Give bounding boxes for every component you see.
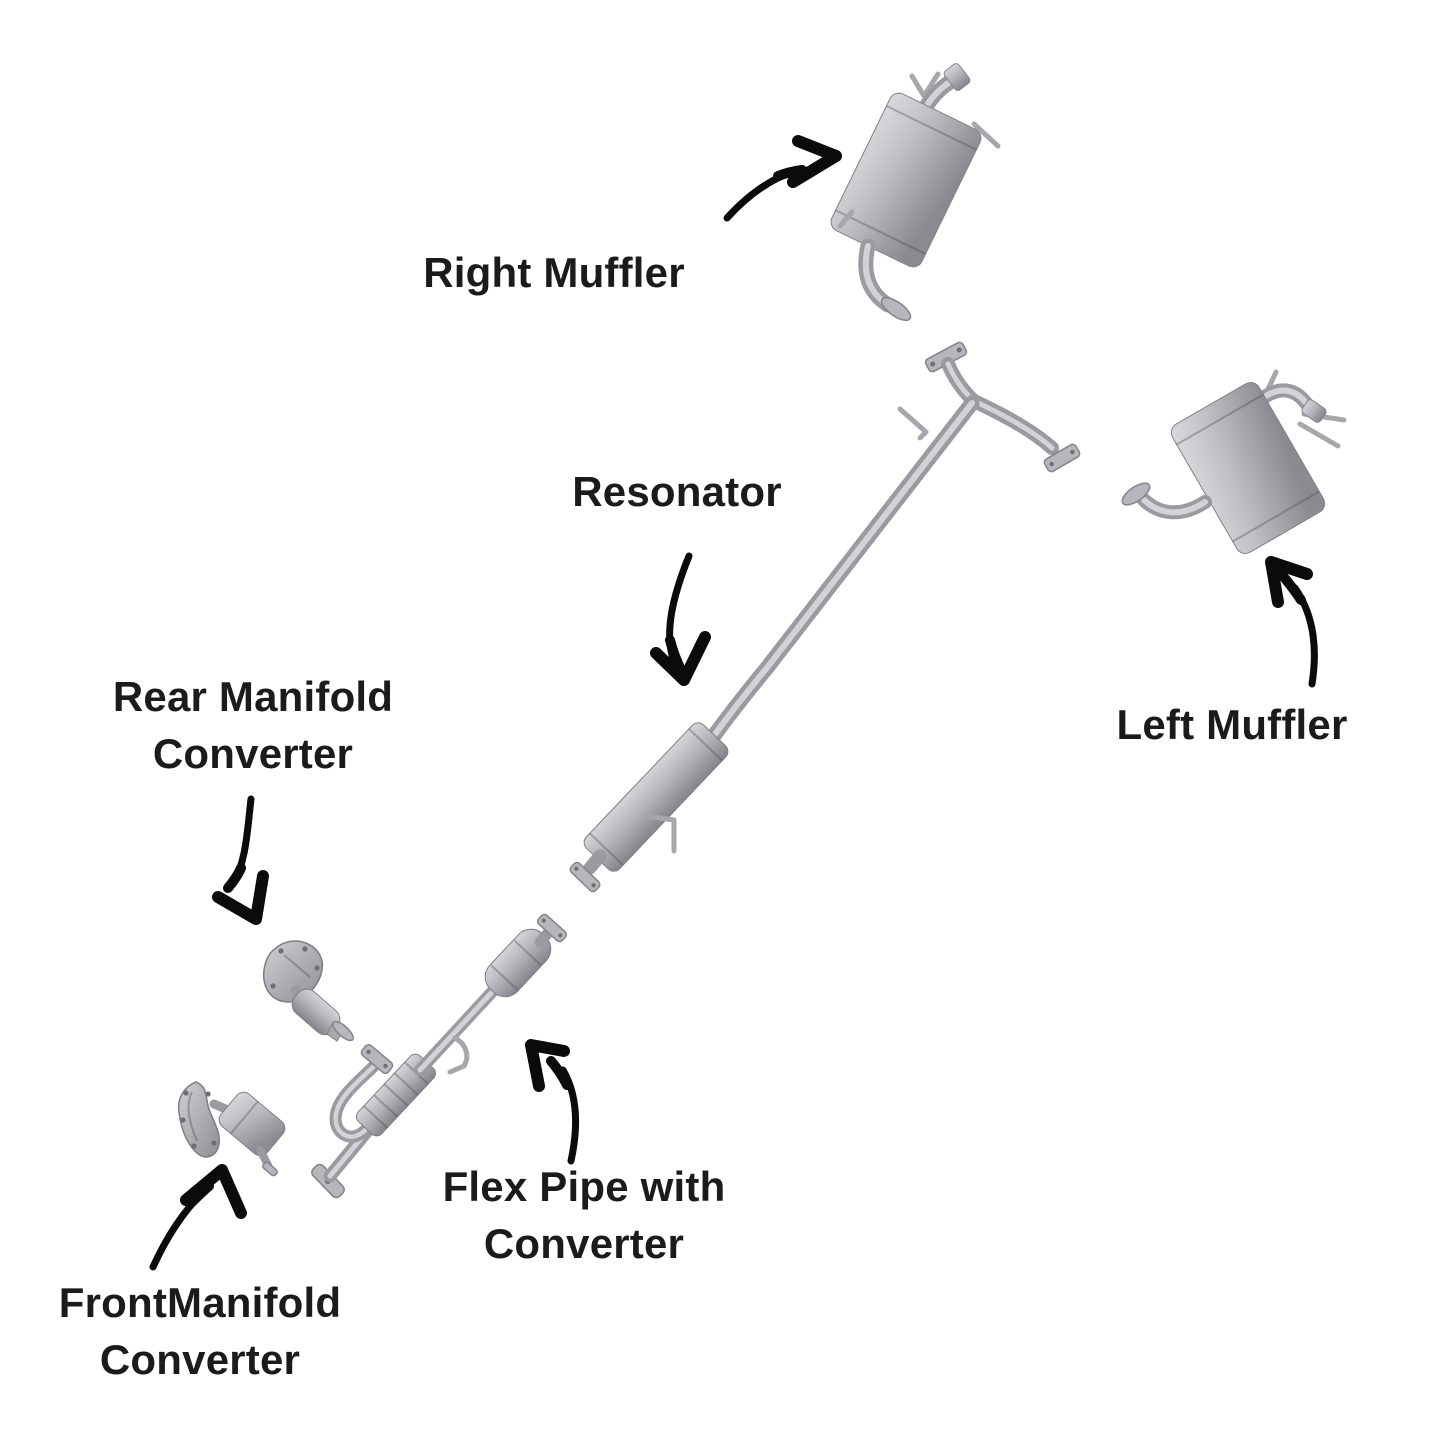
flex-pipe-with-converter-label-line1: Flex Pipe with — [442, 1163, 726, 1210]
front-manifold-converter-label-line1: FrontManifold — [58, 1279, 342, 1326]
rear-manifold-converter-label-line2: Converter — [152, 730, 354, 777]
front-manifold-converter-label: FrontManifold Converter — [59, 1274, 342, 1388]
right-muffler-label-line: Right Muffler — [423, 249, 685, 296]
rear-manifold-converter-label-line1: Rear Manifold — [112, 673, 394, 720]
resonator-arrow-icon — [650, 552, 711, 686]
rear-manifold-converter-label: Rear Manifold Converter — [113, 668, 393, 782]
right-muffler-label: Right Muffler — [423, 244, 685, 301]
rear-manifold-converter-arrow-icon — [212, 795, 269, 925]
left-muffler-part — [1121, 369, 1347, 554]
left-muffler-label-line: Left Muffler — [1116, 701, 1348, 748]
front-manifold-converter-arrow-icon — [149, 1164, 247, 1271]
flex-pipe-with-converter-label-line2: Converter — [483, 1220, 685, 1267]
right-muffler-part — [830, 63, 1001, 322]
center-pipe-resonator-part — [569, 341, 1081, 893]
rear-manifold-converter-part — [262, 940, 354, 1042]
flex-pipe-arrow-icon — [525, 1039, 580, 1165]
resonator-label: Resonator — [572, 463, 782, 520]
resonator-label-line: Resonator — [572, 468, 782, 515]
front-manifold-converter-label-line2: Converter — [99, 1336, 301, 1383]
left-muffler-label: Left Muffler — [1116, 696, 1347, 753]
front-manifold-converter-part — [177, 1081, 286, 1177]
left-muffler-arrow-icon — [1265, 556, 1318, 688]
right-muffler-arrow-icon — [723, 135, 842, 222]
flex-pipe-converter-part — [311, 913, 568, 1199]
flex-pipe-with-converter-label: Flex Pipe with Converter — [443, 1158, 726, 1272]
